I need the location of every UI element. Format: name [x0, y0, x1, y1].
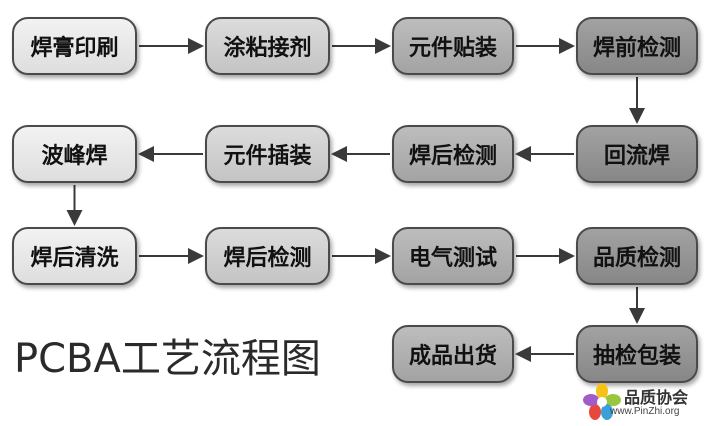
step-pre-solder-inspection: 焊前检测 [576, 17, 698, 75]
step-through-hole-insertion: 元件插装 [205, 125, 330, 183]
step-electrical-test: 电气测试 [392, 227, 514, 285]
step-sampling-packaging: 抽检包装 [576, 325, 698, 383]
step-wave-soldering: 波峰焊 [12, 125, 137, 183]
step-post-solder-cleaning: 焊后清洗 [12, 227, 137, 285]
watermark-url: www.PinZhi.org [610, 406, 680, 417]
step-post-solder-inspection-2: 焊后检测 [205, 227, 330, 285]
step-quality-inspection: 品质检测 [576, 227, 698, 285]
step-finished-shipment: 成品出货 [392, 325, 514, 383]
diagram-title: PCBA工艺流程图 [14, 336, 321, 382]
step-solder-paste-printing: 焊膏印刷 [12, 17, 137, 75]
step-reflow-soldering: 回流焊 [576, 125, 698, 183]
watermark-name: 品质协会 [624, 388, 689, 407]
step-adhesive-dispensing: 涂粘接剂 [205, 17, 330, 75]
flower-logo-icon [583, 383, 621, 420]
step-post-solder-inspection: 焊后检测 [392, 125, 514, 183]
step-component-placement: 元件贴装 [392, 17, 514, 75]
watermark-logo: 品质协会 www.PinZhi.org [582, 382, 706, 424]
